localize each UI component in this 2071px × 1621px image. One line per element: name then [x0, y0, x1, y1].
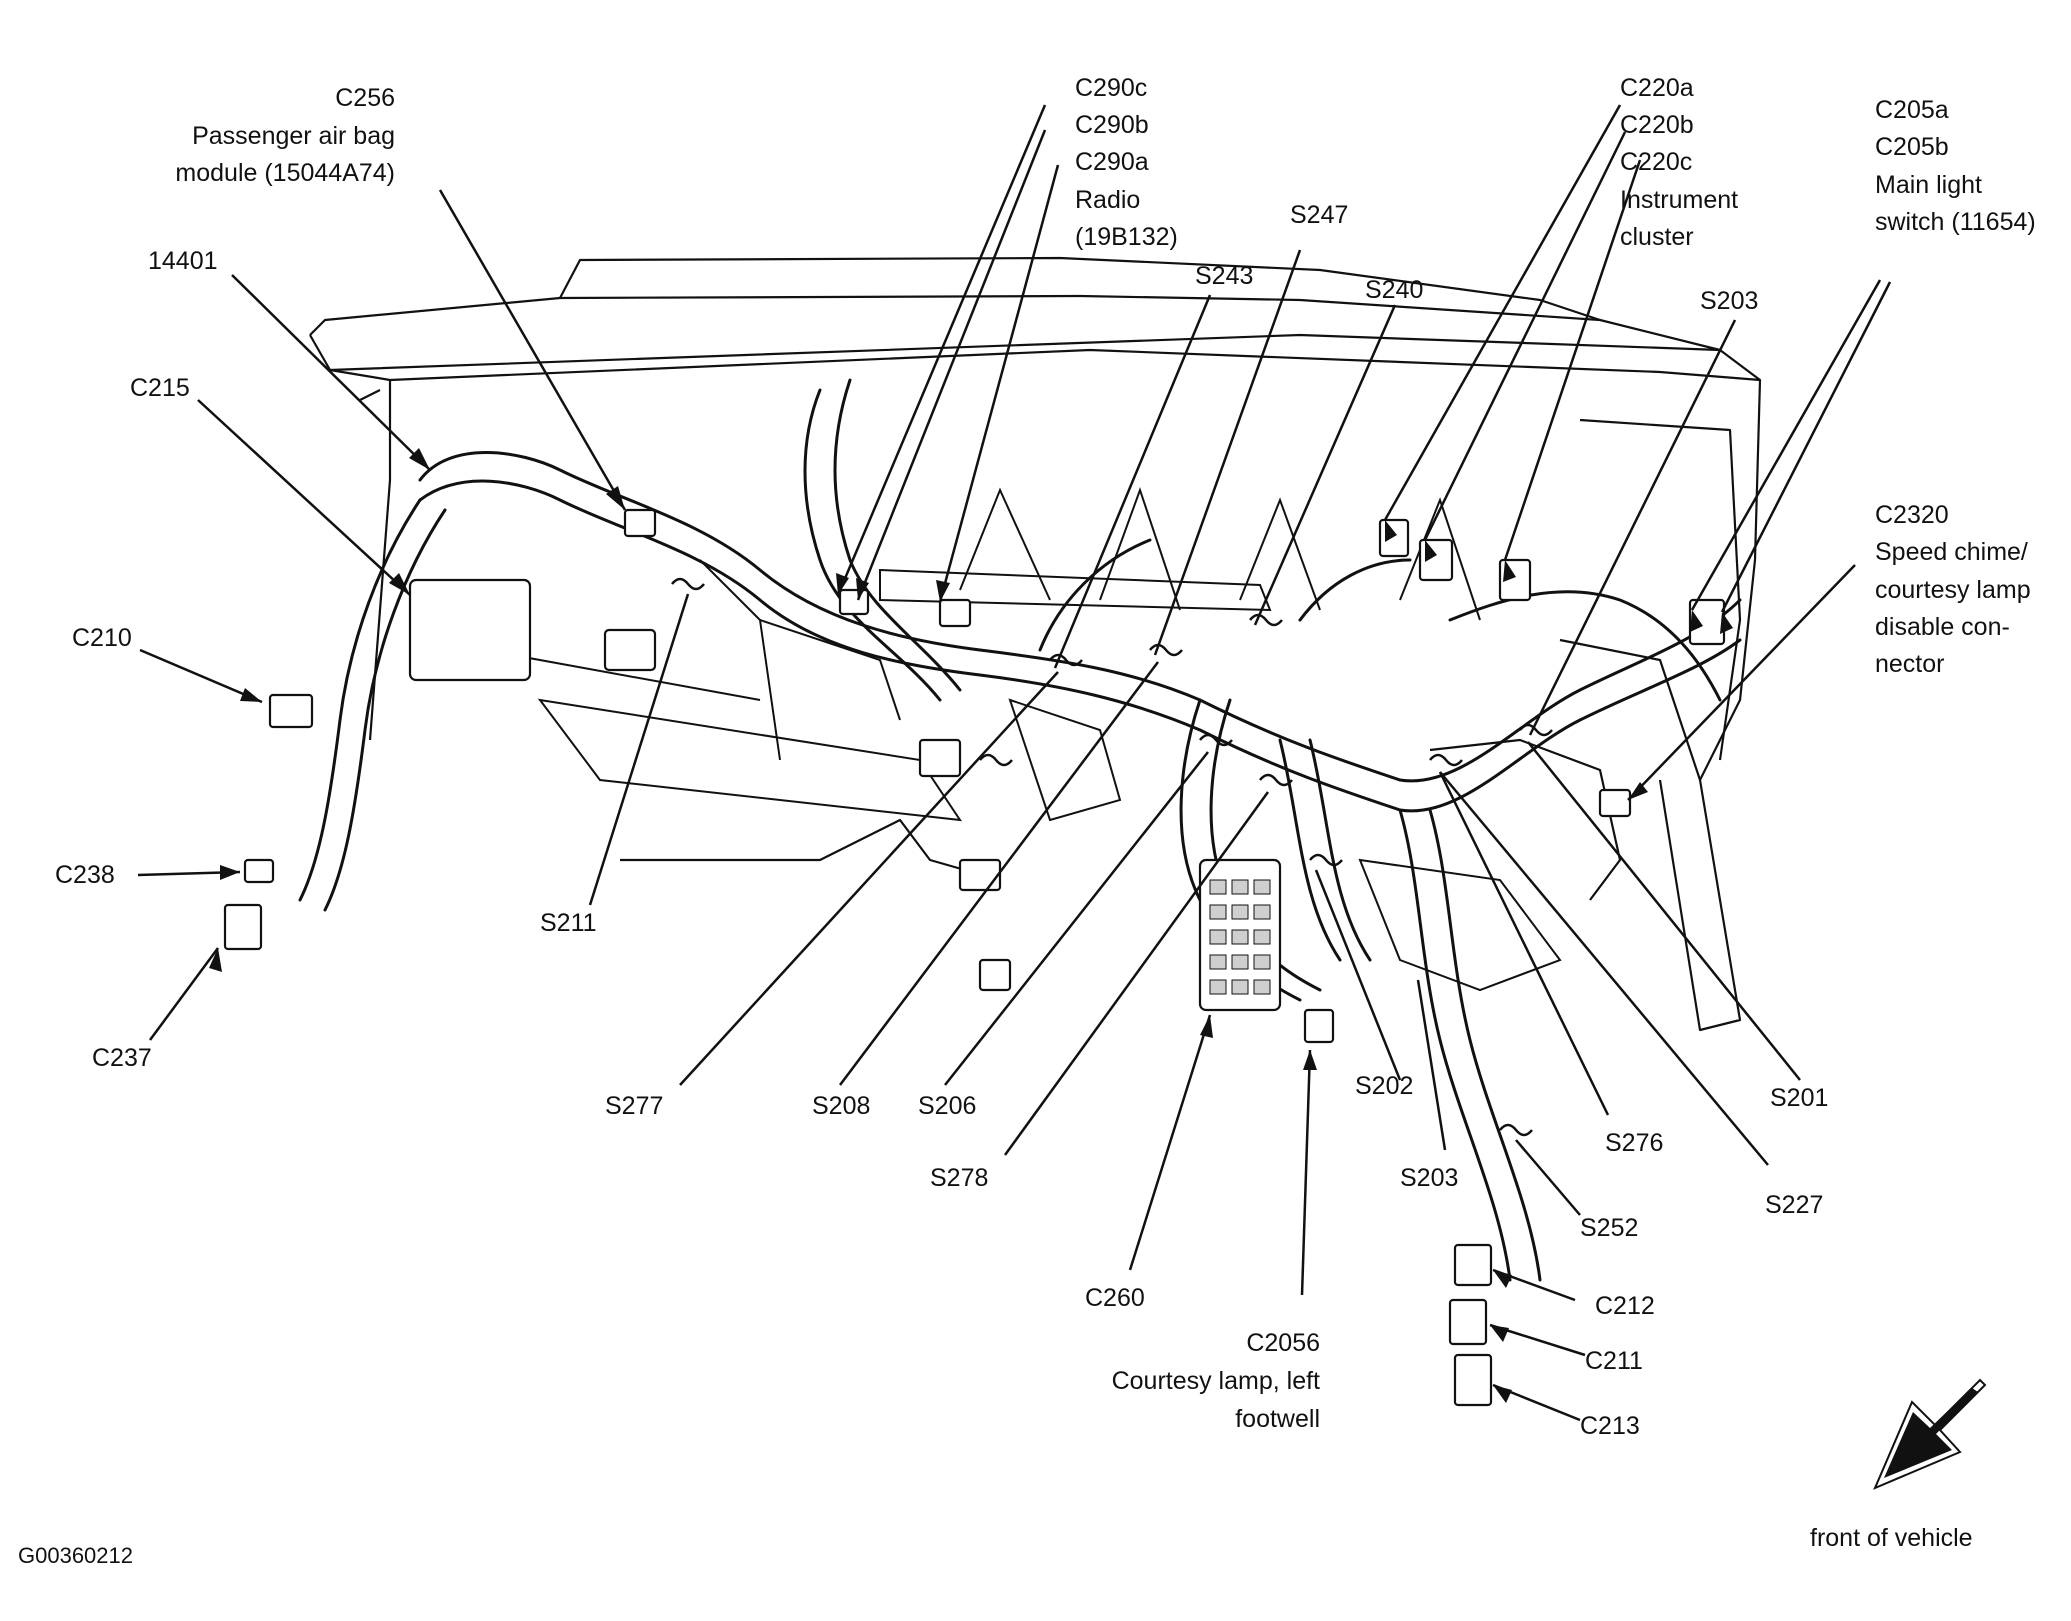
label-c220a: C220a — [1620, 74, 1694, 102]
label-c256-desc2: module (15044A74) — [175, 159, 395, 187]
label-c210: C210 — [72, 624, 132, 652]
label-s247: S247 — [1290, 201, 1349, 229]
label-s278: S278 — [930, 1164, 989, 1192]
label-radio-part: (19B132) — [1075, 223, 1178, 251]
connectors — [223, 508, 1726, 1407]
label-s240: S240 — [1365, 276, 1424, 304]
leader-arrowheads — [209, 448, 1733, 1403]
label-c212: C212 — [1595, 1292, 1655, 1320]
label-c215: C215 — [130, 374, 190, 402]
label-c256: C256 — [335, 84, 395, 112]
label-s252: S252 — [1580, 1214, 1639, 1242]
label-nector: nector — [1875, 650, 1945, 678]
label-c290a: C290a — [1075, 148, 1149, 176]
label-disable-con: disable con- — [1875, 613, 2010, 641]
label-c238: C238 — [55, 861, 115, 889]
label-s211: S211 — [540, 909, 597, 937]
label-c290b: C290b — [1075, 111, 1149, 139]
label-s203-top: S203 — [1700, 287, 1759, 315]
label-14401: 14401 — [148, 247, 218, 275]
document-code: G00360212 — [18, 1543, 133, 1568]
label-s202: S202 — [1355, 1072, 1414, 1100]
label-courtesy-left: Courtesy lamp, left — [1111, 1367, 1320, 1395]
label-c2320: C2320 — [1875, 501, 1949, 529]
label-c260: C260 — [1085, 1284, 1145, 1312]
front-arrow-icon — [1873, 1378, 1987, 1490]
label-c220c: C220c — [1620, 148, 1693, 176]
wire-harness — [298, 378, 1742, 1282]
label-c2056: C2056 — [1246, 1329, 1320, 1357]
c260-pin-grid — [1209, 879, 1271, 995]
label-speed-chime: Speed chime/ — [1875, 538, 2028, 566]
label-c220b: C220b — [1620, 111, 1694, 139]
splice-markers — [671, 577, 1553, 1137]
label-c205a: C205a — [1875, 96, 1949, 124]
dashboard-outline — [309, 256, 1762, 1032]
front-of-vehicle-label: front of vehicle — [1810, 1524, 1973, 1552]
leader-lines — [137, 104, 1892, 1422]
label-s208: S208 — [812, 1092, 871, 1120]
label-footwell: footwell — [1235, 1405, 1320, 1433]
label-s206: S206 — [918, 1092, 977, 1120]
label-c205b: C205b — [1875, 133, 1949, 161]
label-s203-bottom: S203 — [1400, 1164, 1459, 1192]
label-c237: C237 — [92, 1044, 152, 1072]
label-s243: S243 — [1195, 262, 1254, 290]
label-courtesy-lamp: courtesy lamp — [1875, 576, 2031, 604]
label-instrument: Instrument — [1620, 186, 1739, 214]
label-c290c: C290c — [1075, 74, 1148, 102]
label-s276: S276 — [1605, 1129, 1664, 1157]
label-switch-part: switch (11654) — [1875, 208, 2036, 236]
label-radio: Radio — [1075, 186, 1141, 214]
label-c256-desc1: Passenger air bag — [192, 122, 395, 150]
label-s277: S277 — [605, 1092, 664, 1120]
label-main-light: Main light — [1875, 171, 1982, 199]
cross-beam — [429, 486, 1562, 992]
label-s227: S227 — [1765, 1191, 1824, 1219]
label-c213: C213 — [1580, 1412, 1640, 1440]
label-c211: C211 — [1585, 1347, 1643, 1375]
label-s201: S201 — [1770, 1084, 1829, 1112]
label-cluster: cluster — [1620, 223, 1694, 251]
